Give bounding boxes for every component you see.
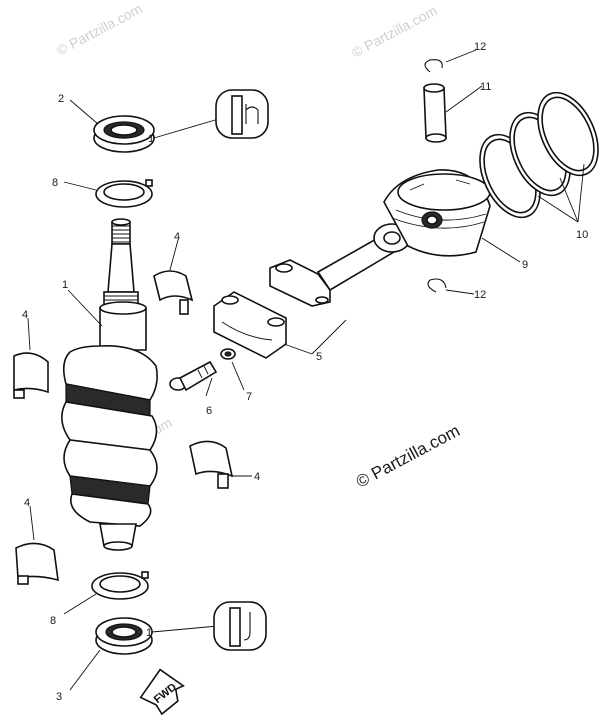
callout-7[interactable]: 7 [246, 391, 252, 403]
bearing-4-d[interactable] [15, 542, 59, 585]
callout-4-a[interactable]: 4 [174, 231, 180, 243]
callout-4-b[interactable]: 4 [22, 309, 28, 321]
leader-10-c [577, 163, 585, 223]
callout-1-crank[interactable]: 1 [62, 279, 68, 291]
callout-4-c[interactable]: 4 [254, 471, 260, 483]
circlip-top[interactable] [424, 59, 443, 73]
leader-10-a [537, 195, 579, 223]
rod-bolt[interactable] [169, 360, 218, 392]
leader-5-rod [311, 319, 347, 355]
leader-6 [205, 377, 213, 397]
bearing-4-a[interactable] [153, 270, 194, 315]
leader-12-top [445, 49, 477, 63]
rod-washer[interactable] [220, 348, 236, 360]
callout-2[interactable]: 2 [58, 93, 64, 105]
watermark-top-right: © Partzilla.com [349, 2, 440, 60]
leader-2 [69, 99, 99, 125]
callout-6[interactable]: 6 [206, 405, 212, 417]
leader-4-d [29, 505, 35, 541]
piston-pin[interactable] [423, 83, 447, 143]
callout-4-d[interactable]: 4 [24, 497, 30, 509]
connecting-rod-cap[interactable] [213, 291, 287, 359]
bearing-4-b[interactable] [13, 352, 49, 399]
connecting-rod[interactable] [269, 223, 411, 307]
leader-8-top [63, 181, 97, 191]
callout-5[interactable]: 5 [316, 351, 322, 363]
fwd-arrow: FWD [139, 668, 185, 716]
leader-1-top [153, 117, 223, 139]
leader-1-bottom [151, 625, 219, 633]
callout-12-bottom[interactable]: 12 [474, 289, 486, 301]
piston-rings[interactable] [468, 83, 610, 227]
watermark-top-left: © Partzilla.com [54, 0, 145, 58]
callout-3[interactable]: 3 [56, 691, 62, 703]
oil-seal-top[interactable] [93, 115, 155, 153]
ring-8-top[interactable] [95, 179, 153, 208]
callout-8-top[interactable]: 8 [52, 177, 58, 189]
crankshaft[interactable] [61, 218, 158, 551]
callout-1-top-ref[interactable]: 1 [148, 133, 154, 145]
leader-1-crank [67, 289, 103, 327]
leader-8-bottom [63, 593, 97, 615]
callout-12-top[interactable]: 12 [474, 41, 486, 53]
watermark-main: © Partzilla.com [353, 421, 463, 492]
callout-10[interactable]: 10 [576, 229, 588, 241]
bearing-4-c[interactable] [189, 440, 234, 489]
piston[interactable] [383, 169, 491, 257]
leader-10-b [559, 177, 579, 223]
ring-8-bottom[interactable] [91, 571, 149, 600]
callout-9[interactable]: 9 [522, 259, 528, 271]
leader-9 [481, 237, 521, 263]
pin-icon-top [215, 89, 269, 139]
leader-11 [445, 85, 483, 113]
leader-5-cap [283, 343, 313, 355]
callout-11[interactable]: 11 [480, 81, 491, 93]
leader-4-b [27, 317, 31, 351]
callout-1-bottom-ref[interactable]: 1 [146, 627, 152, 639]
pin-icon-bottom [213, 601, 267, 651]
leader-7 [231, 361, 245, 391]
leader-12-bottom [445, 289, 475, 295]
leader-3 [69, 649, 101, 691]
callout-8-bottom[interactable]: 8 [50, 615, 56, 627]
leader-4-a [169, 239, 179, 271]
circlip-bottom[interactable] [427, 278, 447, 293]
oil-seal-bottom[interactable] [95, 617, 153, 655]
